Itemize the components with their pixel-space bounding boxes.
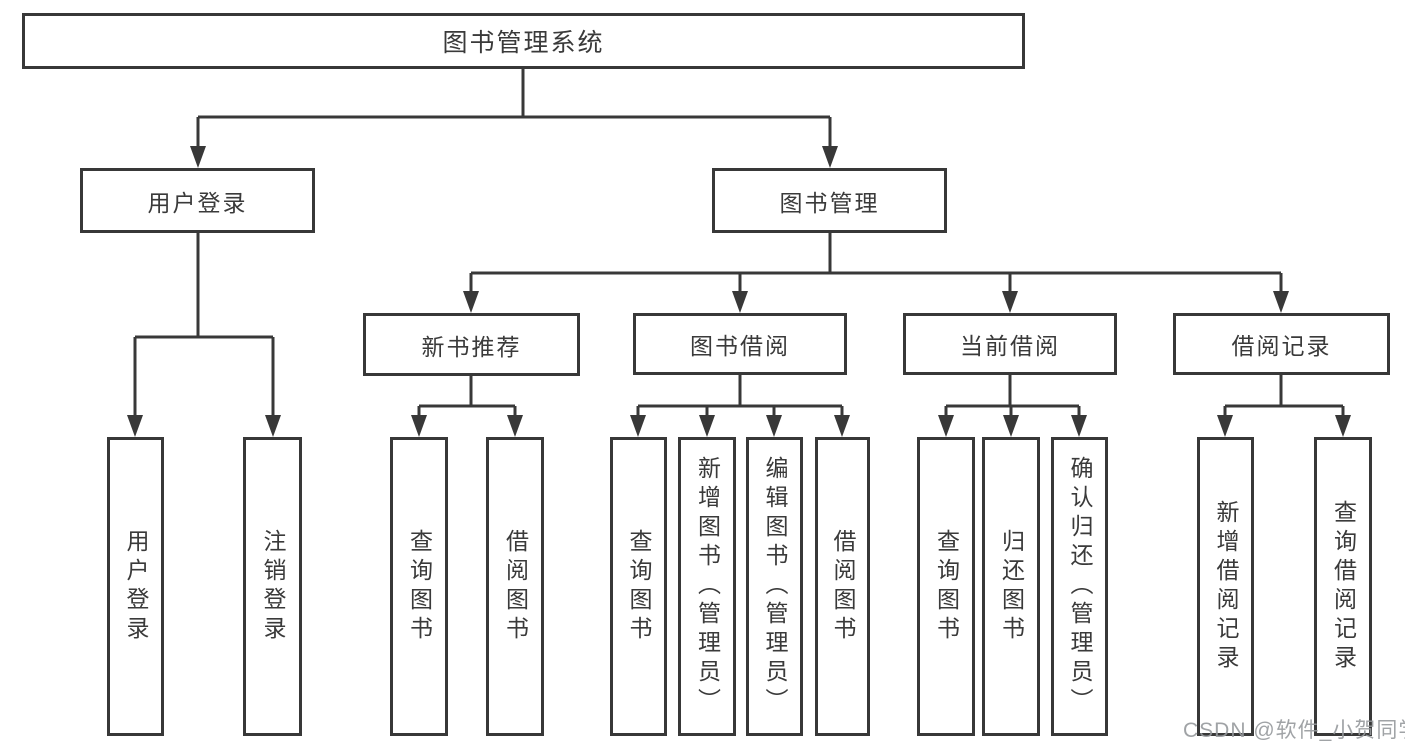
leaf-user-login-label: 用户登录 <box>123 528 149 645</box>
node-user-login-label: 用户登录 <box>147 189 248 216</box>
leaf-add-borrow-record-label: 新增借阅记录 <box>1213 499 1239 674</box>
leaf-borrow-books-1: 借阅图书 <box>486 437 544 736</box>
node-borrow-records: 借阅记录 <box>1173 313 1390 375</box>
leaf-user-login: 用户登录 <box>107 437 164 736</box>
leaf-add-borrow-record: 新增借阅记录 <box>1197 437 1254 736</box>
leaf-query-books-1: 查询图书 <box>390 437 448 736</box>
node-book-borrow-label: 图书借阅 <box>690 333 790 359</box>
leaf-confirm-return-admin-label: 确认归还（管理员） <box>1067 456 1093 717</box>
node-borrow-records-label: 借阅记录 <box>1231 333 1332 359</box>
leaf-return-books: 归还图书 <box>982 437 1040 736</box>
node-new-book-recommend-label: 新书推荐 <box>421 333 522 360</box>
csdn-watermark: CSDN @软件_小贺同学 <box>1183 719 1405 742</box>
node-user-login: 用户登录 <box>80 168 315 233</box>
leaf-confirm-return-admin: 确认归还（管理员） <box>1051 437 1108 736</box>
node-root-label: 图书管理系统 <box>442 29 605 57</box>
node-book-management: 图书管理 <box>712 168 947 233</box>
leaf-query-books-1-label: 查询图书 <box>406 528 433 645</box>
leaf-borrow-books-2-label: 借阅图书 <box>830 528 856 645</box>
leaf-edit-books-admin-label: 编辑图书（管理员） <box>762 456 788 717</box>
leaf-query-borrow-record: 查询借阅记录 <box>1314 437 1372 736</box>
node-current-borrow-label: 当前借阅 <box>960 333 1060 359</box>
leaf-borrow-books-2: 借阅图书 <box>815 437 870 736</box>
leaf-borrow-books-1-label: 借阅图书 <box>502 528 529 645</box>
node-new-book-recommend: 新书推荐 <box>363 313 580 376</box>
leaf-add-books-admin: 新增图书（管理员） <box>678 437 736 736</box>
arrowheads <box>127 146 1351 437</box>
connector-path <box>133 69 1345 419</box>
leaf-query-books-2: 查询图书 <box>610 437 667 736</box>
leaf-return-books-label: 归还图书 <box>998 528 1025 645</box>
node-current-borrow: 当前借阅 <box>903 313 1117 375</box>
node-book-borrow: 图书借阅 <box>633 313 847 375</box>
leaf-query-books-3-label: 查询图书 <box>933 528 960 645</box>
leaf-logout: 注销登录 <box>243 437 302 736</box>
node-book-management-label: 图书管理 <box>779 189 880 216</box>
leaf-edit-books-admin: 编辑图书（管理员） <box>746 437 803 736</box>
node-root: 图书管理系统 <box>22 13 1025 69</box>
leaf-logout-label: 注销登录 <box>260 528 286 645</box>
leaf-query-books-3: 查询图书 <box>917 437 975 736</box>
leaf-add-books-admin-label: 新增图书（管理员） <box>694 456 721 717</box>
leaf-query-borrow-record-label: 查询借阅记录 <box>1330 499 1357 674</box>
leaf-query-books-2-label: 查询图书 <box>626 528 652 645</box>
